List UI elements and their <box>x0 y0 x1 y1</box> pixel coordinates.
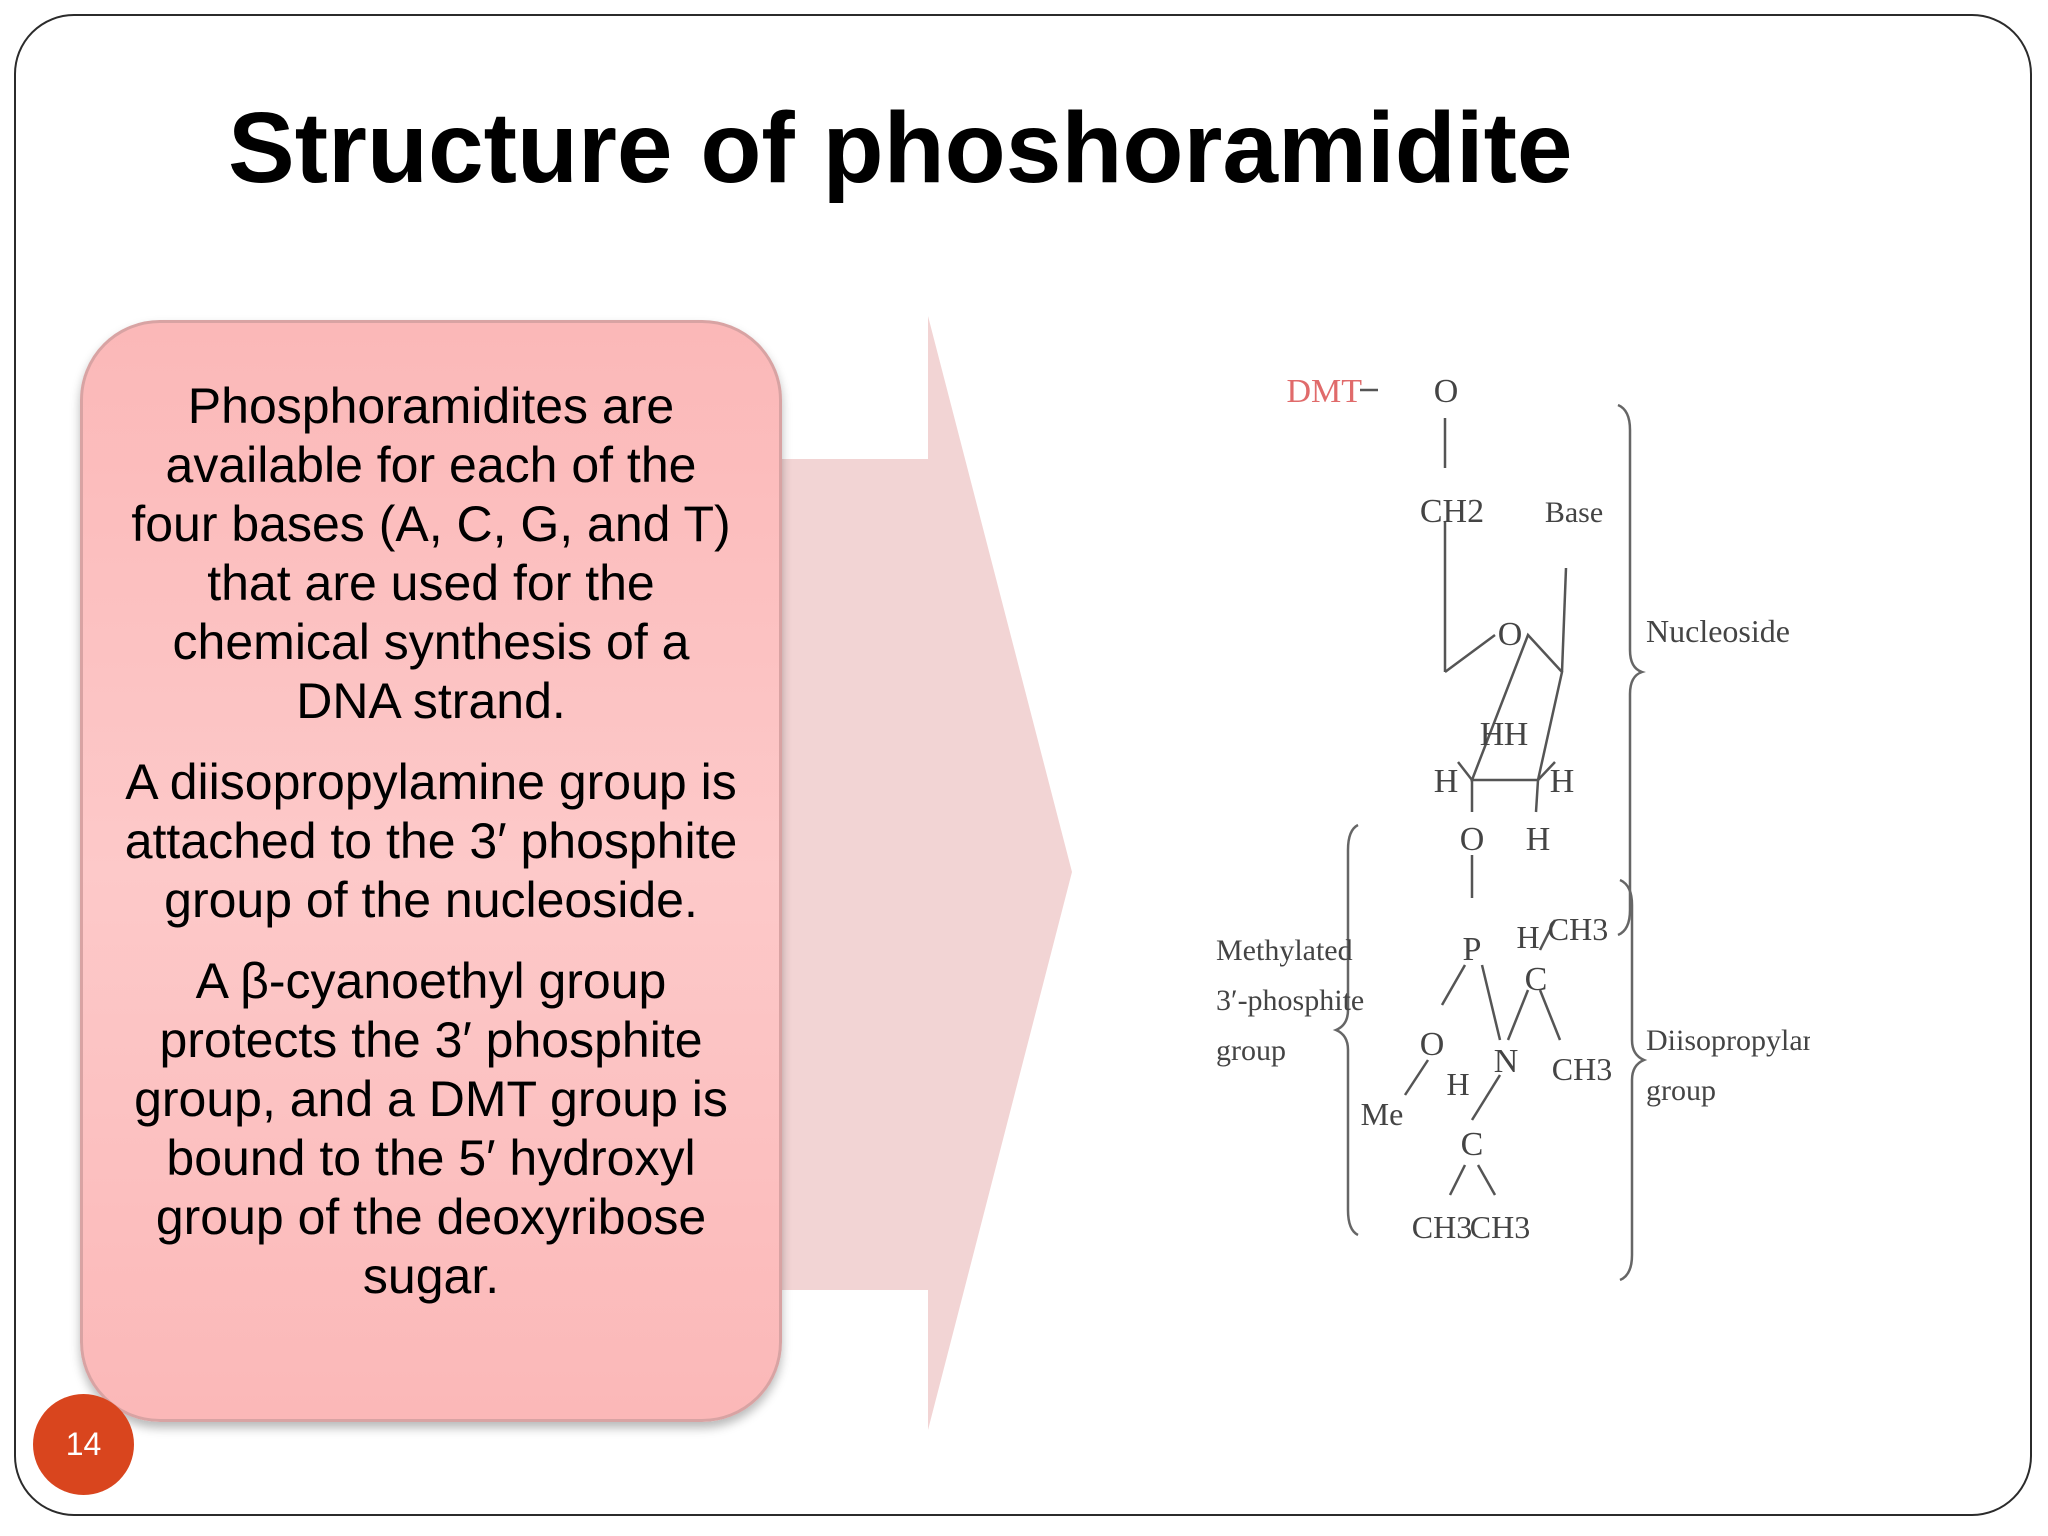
paragraph-cyanoethyl: A β-cyanoethyl group protects the 3′ pho… <box>134 953 728 1304</box>
atom-me: Me <box>1361 1096 1404 1132</box>
atom-c-upper: C <box>1525 961 1548 998</box>
bond-c-lower-ch3-1 <box>1448 1164 1467 1196</box>
atom-ch3-upper-2: CH3 <box>1552 1051 1612 1087</box>
furanose-ring <box>1444 632 1564 782</box>
atom-base: Base <box>1545 496 1603 529</box>
atom-ch3-lower-2: CH3 <box>1470 1209 1530 1245</box>
atom-n: N <box>1494 1043 1519 1080</box>
bond-c-upper-ch3-2 <box>1538 989 1562 1041</box>
phosphoramidite-structure: DMT O CH2 Base O H H H H H O P O Me N H … <box>1216 373 1810 1282</box>
description-box: Phosphoramidites are available for each … <box>80 320 782 1422</box>
bond-c-upper-ch3-1 <box>1538 919 1557 951</box>
bond-ring-h-lower <box>1534 779 1540 813</box>
bond-n-c-upper <box>1506 989 1530 1041</box>
label-diisopropyl-line-2: group <box>1646 1074 1716 1107</box>
atom-h-c-lower: H <box>1446 1066 1469 1102</box>
bond-ring-base <box>1560 567 1568 673</box>
atom-ring-o: O <box>1498 616 1523 653</box>
page-number-badge: 14 <box>33 1394 134 1495</box>
atom-h-c-upper: H <box>1516 919 1539 955</box>
atom-o-top: O <box>1434 373 1459 410</box>
bond-p-n <box>1480 964 1502 1041</box>
brace-nucleoside <box>1617 403 1646 937</box>
bond-p-o <box>1440 964 1467 1006</box>
block-arrow-shape <box>782 316 1072 1430</box>
brace-diisopropyl <box>1619 878 1648 1282</box>
label-nucleoside: Nucleoside <box>1646 613 1790 649</box>
bond-o-me <box>1403 1059 1430 1096</box>
label-methylated-line-1: Methylated <box>1216 934 1353 967</box>
paragraph-diisopropylamine: A diisopropylamine group is attached to … <box>124 754 738 928</box>
slide-title: Structure of phoshoramidite <box>228 92 1573 204</box>
dmt-label: DMT <box>1286 373 1362 410</box>
atom-h-left: H <box>1434 763 1459 800</box>
atom-h-lower: H <box>1526 821 1551 858</box>
bond-n-c-lower <box>1470 1074 1502 1121</box>
atom-h-right: H <box>1550 763 1575 800</box>
atom-ch3-upper-1: CH3 <box>1548 911 1608 947</box>
atom-ch3-lower-1: CH3 <box>1412 1209 1472 1245</box>
label-methylated-line-3: group <box>1216 1034 1286 1067</box>
label-methylated-line-2: 3′-phosphite <box>1216 984 1364 1017</box>
atom-p: P <box>1463 931 1482 968</box>
bond-c-lower-ch3-2 <box>1476 1164 1497 1196</box>
label-diisopropyl-line-1: Diisopropylamine <box>1646 1024 1810 1057</box>
atom-c-lower: C <box>1461 1126 1484 1163</box>
bond-ring-h-right <box>1537 761 1556 781</box>
atom-o-3prime: O <box>1460 821 1485 858</box>
bond-ring-h-left <box>1457 761 1473 781</box>
atom-o-methyl: O <box>1420 1026 1445 1063</box>
paragraph-availability: Phosphoramidites are available for each … <box>131 378 731 729</box>
brace-methylated <box>1332 823 1359 1237</box>
atom-ring-h-2: H <box>1504 716 1529 753</box>
atom-ch2-top: CH2 <box>1420 493 1484 530</box>
atom-ring-h-1: H <box>1480 716 1505 753</box>
